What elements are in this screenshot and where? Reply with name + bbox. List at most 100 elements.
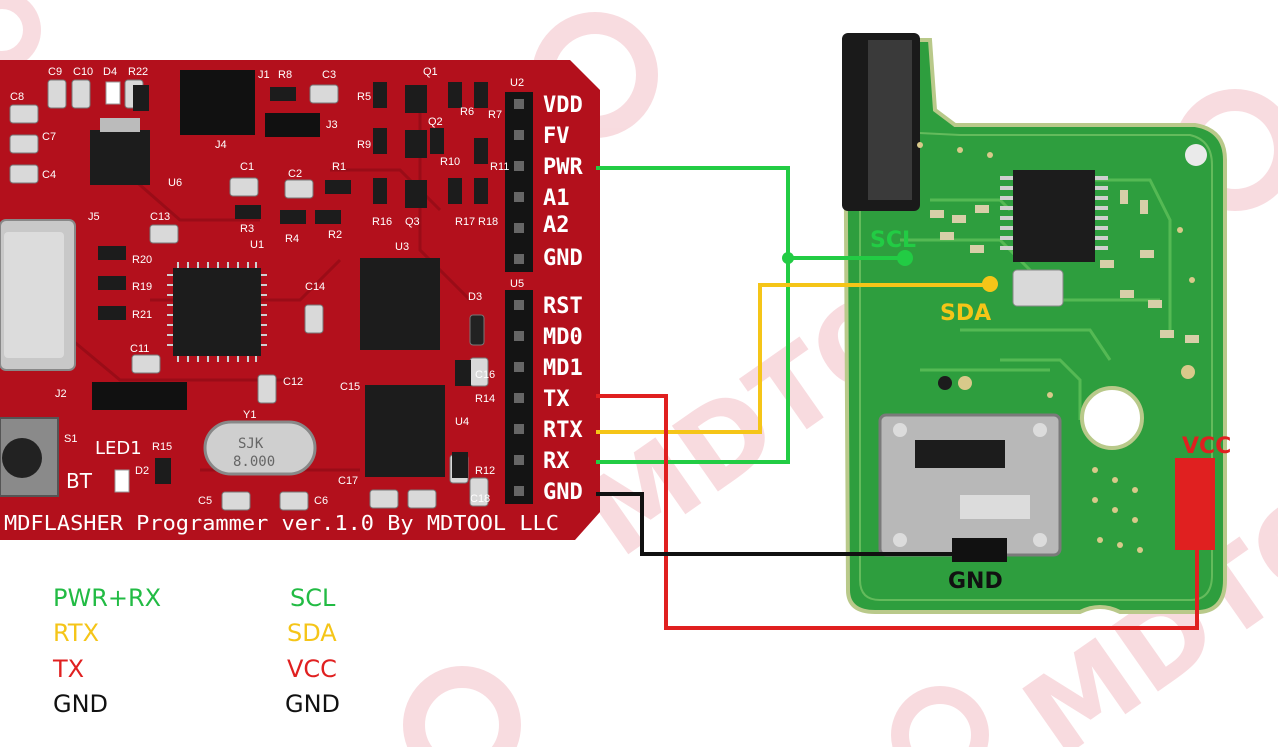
watermark-circle-bottom — [403, 666, 521, 747]
regulator-u6 — [90, 130, 150, 185]
mcu-pins — [167, 262, 267, 362]
jumper-j1 — [180, 70, 255, 135]
silk-r20: R20 — [132, 254, 152, 266]
silk-r21: R21 — [132, 309, 152, 321]
regulator-u6-tab — [100, 118, 140, 132]
key-battery-slot-2 — [960, 495, 1030, 519]
silk-r4: R4 — [285, 233, 299, 245]
silk-r6: R6 — [460, 106, 474, 118]
wire-yellow-rtx — [596, 283, 990, 434]
key-crystal — [1012, 269, 1064, 307]
pin-label-fv: FV — [543, 124, 570, 149]
silk-d2: D2 — [135, 465, 149, 477]
silk-j5: J5 — [88, 211, 100, 223]
key-connector-shade — [868, 40, 912, 200]
resistors — [98, 82, 488, 484]
silk-r5: R5 — [357, 91, 371, 103]
silk-u5: U5 — [510, 278, 524, 290]
silk-c14: C14 — [305, 281, 325, 293]
silk-c2: C2 — [288, 168, 302, 180]
pin-label-rtx: RTX — [543, 418, 583, 443]
pin-label-rx: RX — [543, 449, 570, 474]
key-label-gnd: GND — [948, 569, 1003, 594]
silk-c5: C5 — [198, 495, 212, 507]
silk-r19: R19 — [132, 281, 152, 293]
silk-c4: C4 — [42, 169, 56, 181]
programmer-board: SJK 8.000 — [0, 60, 600, 540]
key-main-ic-pins — [1000, 176, 1108, 250]
silk-r2: R2 — [328, 229, 342, 241]
pin-label-rst: RST — [543, 294, 583, 319]
key-battery-holder — [878, 413, 1062, 557]
silk-c13: C13 — [150, 211, 170, 223]
silk-u6: U6 — [168, 177, 182, 189]
pin-label-md0: MD0 — [543, 325, 583, 350]
legend-left-pwr-rx: PWR+RX — [53, 584, 162, 612]
push-button — [2, 438, 42, 478]
silk-u1: U1 — [250, 239, 264, 251]
silk-u4: U4 — [455, 416, 469, 428]
battery-rivet — [1033, 423, 1047, 437]
key-battery-slot-1 — [915, 440, 1005, 468]
pin-label-gnd-bottom: GND — [543, 480, 583, 505]
key-gnd-pad — [952, 538, 1007, 562]
key-vias — [917, 142, 1207, 553]
silk-c9: C9 — [48, 66, 62, 78]
silkscreen: C9 C10 D4 R22 J1 R8 C3 Q1 R5 U2 C8 C7 C4… — [10, 66, 524, 507]
silk-c1: C1 — [240, 161, 254, 173]
watermark-circle-left — [0, 0, 41, 69]
mcu-u1 — [173, 268, 261, 356]
silk-j1: J1 — [258, 69, 270, 81]
silk-c8: C8 — [10, 91, 24, 103]
silk-j4: J4 — [215, 139, 227, 151]
battery-rivet — [893, 533, 907, 547]
key-label-sda: SDA — [940, 301, 991, 326]
silk-d3: D3 — [468, 291, 482, 303]
battery-rivet — [1033, 533, 1047, 547]
silk-r3: R3 — [240, 223, 254, 235]
programmer-caption: MDFLASHER Programmer ver.1.0 By MDTOOL L… — [4, 511, 559, 535]
key-label-scl: SCL — [870, 228, 916, 253]
legend-left-gnd: GND — [53, 690, 109, 718]
wire-green-junction — [782, 252, 794, 264]
key-smd-parts — [930, 190, 1199, 343]
silk-c6: C6 — [314, 495, 328, 507]
silk-u3: U3 — [395, 241, 409, 253]
crystal-label-2: 8.000 — [233, 454, 275, 470]
silk-c16: C16 — [475, 369, 495, 381]
led-d4 — [105, 81, 121, 105]
silk-c17: C17 — [338, 475, 358, 487]
silk-r10: R10 — [440, 156, 460, 168]
silk-r14: R14 — [475, 393, 495, 405]
silk-c10: C10 — [73, 66, 93, 78]
silk-q1: Q1 — [423, 66, 438, 78]
silk-r11: R11 — [490, 161, 509, 173]
header-j2 — [92, 382, 187, 410]
chip-u4 — [365, 385, 445, 477]
silk-bt: BT — [66, 469, 93, 493]
header-pins — [514, 99, 524, 496]
silk-r1: R1 — [332, 161, 346, 173]
silk-c18: C18 — [470, 493, 490, 505]
silk-r9: R9 — [357, 139, 371, 151]
silk-c11: C11 — [130, 343, 149, 355]
pin-label-md1: MD1 — [543, 356, 583, 381]
key-pcb-inner-edge — [859, 128, 1213, 601]
silk-r22: R22 — [128, 66, 148, 78]
legend-right-vcc: VCC — [287, 655, 337, 683]
silk-j2: J2 — [55, 388, 67, 400]
legend-right-sda: SDA — [287, 619, 337, 647]
key-label-vcc: VCC — [1182, 434, 1231, 459]
pin-label-vdd: VDD — [543, 93, 583, 118]
legend-right-gnd: GND — [285, 690, 341, 718]
pin-header-top — [505, 92, 533, 272]
key-mounting-hole — [1080, 386, 1144, 450]
silk-c12: C12 — [283, 376, 303, 388]
wire-black-gnd — [596, 492, 952, 556]
led1 — [114, 469, 130, 493]
pin-label-gnd-top: GND — [543, 246, 583, 271]
silk-y1: Y1 — [243, 409, 256, 421]
key-pcb: SCL SDA VCC GND — [842, 33, 1231, 614]
silk-c3: C3 — [322, 69, 336, 81]
